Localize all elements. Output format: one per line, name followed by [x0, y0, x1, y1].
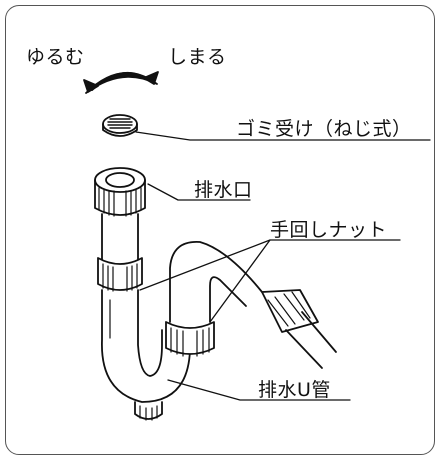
drain-trap-part [101, 241, 337, 421]
rotation-arrow-icon [83, 71, 159, 94]
tighten-label: しまる [168, 46, 227, 68]
drain-outlet-part [94, 167, 146, 292]
diagram-frame [5, 5, 435, 455]
strainer-part [102, 114, 138, 137]
drain-trap-label: 排水U管 [258, 379, 331, 401]
hand-nut-label: 手回しナット [270, 219, 388, 241]
drain-outlet-label: 排水口 [194, 179, 253, 201]
strainer-label: ゴミ受け（ねじ式） [236, 118, 412, 140]
leader-lines [135, 131, 431, 401]
loosen-label: ゆるむ [26, 46, 85, 68]
